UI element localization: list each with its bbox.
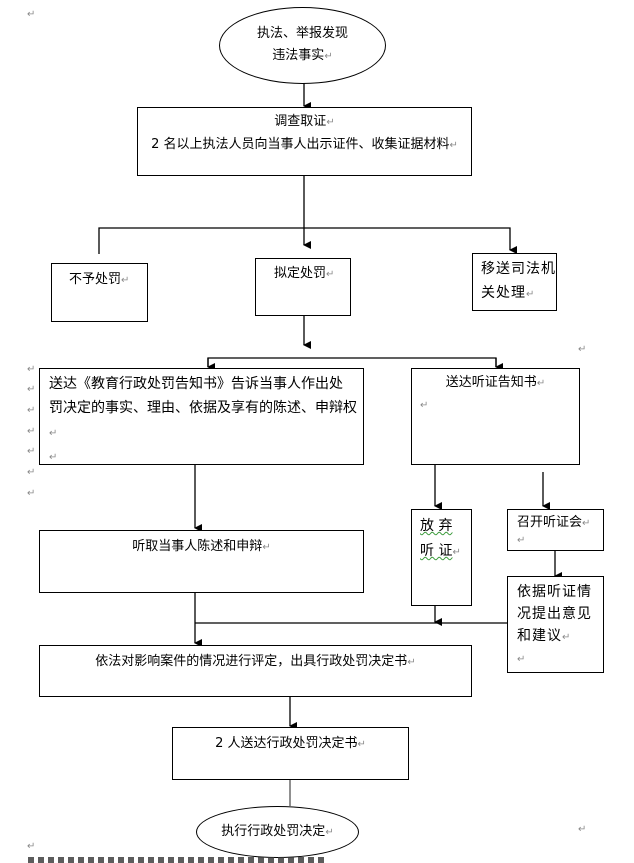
investigate-title: 调查取证↵ — [274, 114, 335, 129]
notice-line2: 罚决定的事实、理由、依据及享有的陈述、申辩权↵ — [49, 400, 357, 439]
paragraph-mark: ↵ — [27, 9, 36, 20]
notice-line1: 送达《教育行政处罚告知书》告诉当事人作出处 — [49, 376, 343, 392]
paragraph-mark: ↵ — [578, 344, 587, 355]
hold-hearing-node: 召开听证会↵ ↵ — [507, 509, 604, 551]
hearing-opinion-node: 依据听证情 况提出意见 和建议↵ ↵ — [507, 576, 604, 673]
paragraph-mark: ↵ — [27, 446, 36, 457]
paragraph-mark: ↵ — [578, 824, 587, 835]
cut-off-text-line — [28, 857, 328, 863]
propose-penalty-node: 拟定处罚↵ — [255, 258, 351, 316]
evaluate-decision-node: 依法对影响案件的情况进行评定，出具行政处罚决定书↵ — [39, 645, 472, 697]
penalty-notice-node: 送达《教育行政处罚告知书》告诉当事人作出处 罚决定的事实、理由、依据及享有的陈述… — [39, 368, 364, 465]
hearing-notice-node: 送达听证告知书↵ ↵ — [411, 368, 580, 465]
no-penalty-node: 不予处罚↵ — [51, 263, 148, 322]
paragraph-mark: ↵ — [27, 841, 36, 852]
investigate-node: 调查取证↵ 2 名以上执法人员向当事人出示证件、收集证据材料↵ — [137, 107, 472, 176]
execute-node: 执行行政处罚决定↵ — [196, 806, 359, 858]
paragraph-mark: ↵ — [27, 405, 36, 416]
paragraph-mark: ↵ — [27, 384, 36, 395]
paragraph-mark: ↵ — [27, 488, 36, 499]
listen-statement-node: 听取当事人陈述和申辩↵ — [39, 530, 364, 593]
investigate-detail: 2 名以上执法人员向当事人出示证件、收集证据材料↵ — [151, 137, 458, 152]
branch-investigate — [98, 227, 517, 254]
start-line2: 违法事实↵ — [272, 48, 333, 63]
paragraph-mark: ↵ — [27, 364, 36, 375]
start-node: 执法、举报发现 违法事实↵ — [219, 7, 386, 84]
paragraph-mark: ↵ — [27, 467, 36, 478]
branch-propose — [207, 357, 497, 367]
deliver-decision-node: 2 人送达行政处罚决定书↵ — [172, 727, 409, 780]
paragraph-mark: ↵ — [27, 426, 36, 437]
transfer-judicial-node: 移送司法机 关处理↵ — [472, 253, 557, 311]
start-line1: 执法、举报发现 — [256, 26, 348, 41]
waive-hearing-node: 放 弃 听 证↵ — [411, 509, 472, 606]
